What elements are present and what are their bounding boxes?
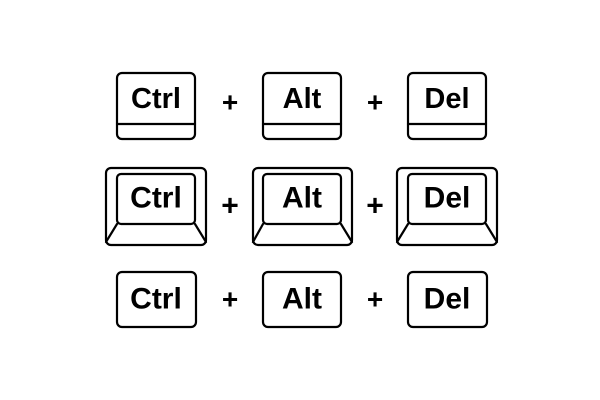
ctrl-key-label: Ctrl bbox=[130, 182, 182, 215]
del-key-simple: Del bbox=[406, 270, 489, 329]
shortcut-row-3d: Ctrl + Alt + Del bbox=[104, 166, 499, 247]
shortcut-row-flat: Ctrl + Alt + Del bbox=[115, 71, 488, 141]
alt-key-flat: Alt bbox=[261, 71, 343, 141]
plus-sign: + bbox=[367, 87, 383, 118]
shortcut-row-simple: Ctrl + Alt + Del bbox=[115, 270, 489, 329]
alt-key-3d: Alt bbox=[251, 166, 354, 247]
plus-sign: + bbox=[366, 190, 384, 223]
del-key-label: Del bbox=[424, 182, 471, 215]
alt-key-simple: Alt bbox=[261, 270, 343, 329]
ctrl-key-simple: Ctrl bbox=[115, 270, 198, 329]
ctrl-key-flat: Ctrl bbox=[115, 71, 197, 141]
del-key-3d: Del bbox=[395, 166, 499, 247]
ctrl-key-label: Ctrl bbox=[130, 283, 182, 316]
plus-sign: + bbox=[222, 87, 238, 118]
del-key-flat: Del bbox=[406, 71, 488, 141]
alt-key-label: Alt bbox=[282, 182, 322, 215]
plus-sign: + bbox=[222, 284, 238, 315]
plus-sign: + bbox=[221, 190, 239, 223]
alt-key-label: Alt bbox=[283, 83, 322, 115]
plus-sign: + bbox=[367, 284, 383, 315]
ctrl-key-label: Ctrl bbox=[131, 83, 181, 115]
del-key-label: Del bbox=[424, 83, 469, 115]
del-key-label: Del bbox=[424, 283, 471, 316]
ctrl-key-3d: Ctrl bbox=[104, 166, 208, 247]
alt-key-label: Alt bbox=[282, 283, 322, 316]
